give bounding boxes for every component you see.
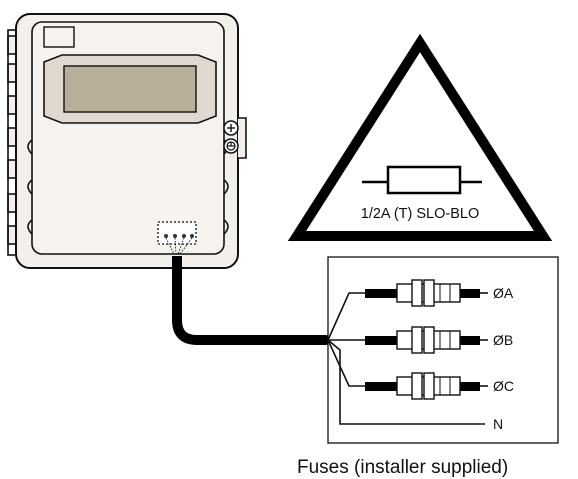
- label-phase-a: ØA: [493, 285, 514, 301]
- fuse-rating-label: 1/2A (T) SLO-BLO: [361, 206, 479, 222]
- fuse-holder-b: [365, 326, 488, 354]
- fuse-holder-a: [365, 279, 488, 307]
- label-phase-c: ØC: [493, 378, 514, 394]
- fuse-panel: ØA ØB ØC N: [327, 256, 559, 444]
- label-plate: [43, 26, 75, 48]
- latch-screws: [223, 117, 247, 159]
- meter-enclosure: [7, 13, 247, 269]
- display-window: [43, 54, 217, 124]
- meter-cable: [172, 256, 328, 345]
- caption: Fuses (installer supplied): [297, 457, 508, 478]
- fuse-holder-c: [365, 372, 488, 400]
- fuse-symbol: [362, 165, 482, 195]
- warning-triangle: 1/2A (T) SLO-BLO: [287, 33, 553, 241]
- terminal-block: [157, 221, 197, 255]
- label-neutral: N: [493, 416, 503, 432]
- label-phase-b: ØB: [493, 332, 513, 348]
